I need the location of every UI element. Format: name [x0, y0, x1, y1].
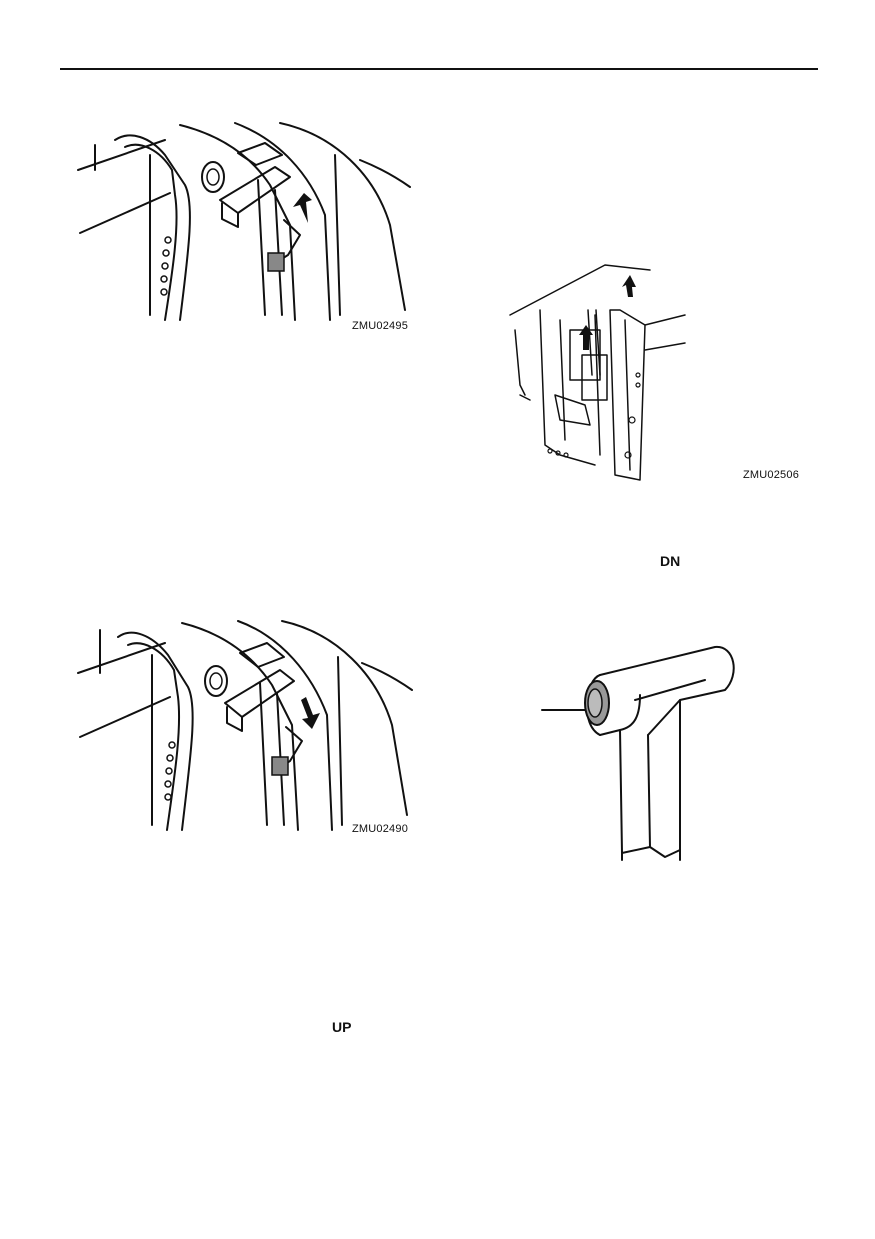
dn-label: DN	[660, 553, 681, 569]
outboard-bracket-illustration	[509, 264, 686, 481]
tilt-lever-down-illustration	[77, 620, 413, 831]
header-rule	[60, 68, 818, 70]
figure-outboard-bracket: ZMU02506	[500, 255, 799, 490]
figure-t-handle-tool	[540, 635, 750, 865]
figure-code: ZMU02495	[352, 320, 409, 332]
figure-code: ZMU02490	[352, 823, 409, 835]
up-label: UP	[332, 1019, 352, 1035]
figure-tilt-lever-up: ZMU02495	[60, 115, 420, 332]
tilt-lever-up-illustration	[77, 122, 411, 321]
figure-code: ZMU02506	[743, 469, 800, 481]
figure-tilt-lever-down: ZMU02490	[60, 615, 420, 835]
t-handle-tool-illustration	[541, 645, 735, 861]
